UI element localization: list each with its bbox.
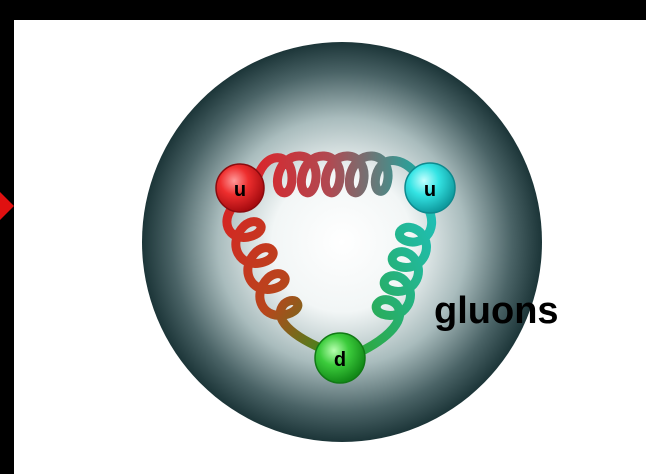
gluons-label: gluons — [434, 292, 559, 330]
quark-up-left-letter: u — [234, 179, 246, 201]
quark-down-bottom-letter: d — [334, 349, 346, 371]
quark-up-right-letter: u — [424, 179, 436, 201]
quark-up-right: u — [405, 163, 455, 213]
pointer-arrow-icon — [0, 192, 14, 220]
quark-down-bottom: d — [315, 333, 365, 383]
quark-up-left: u — [216, 164, 264, 212]
